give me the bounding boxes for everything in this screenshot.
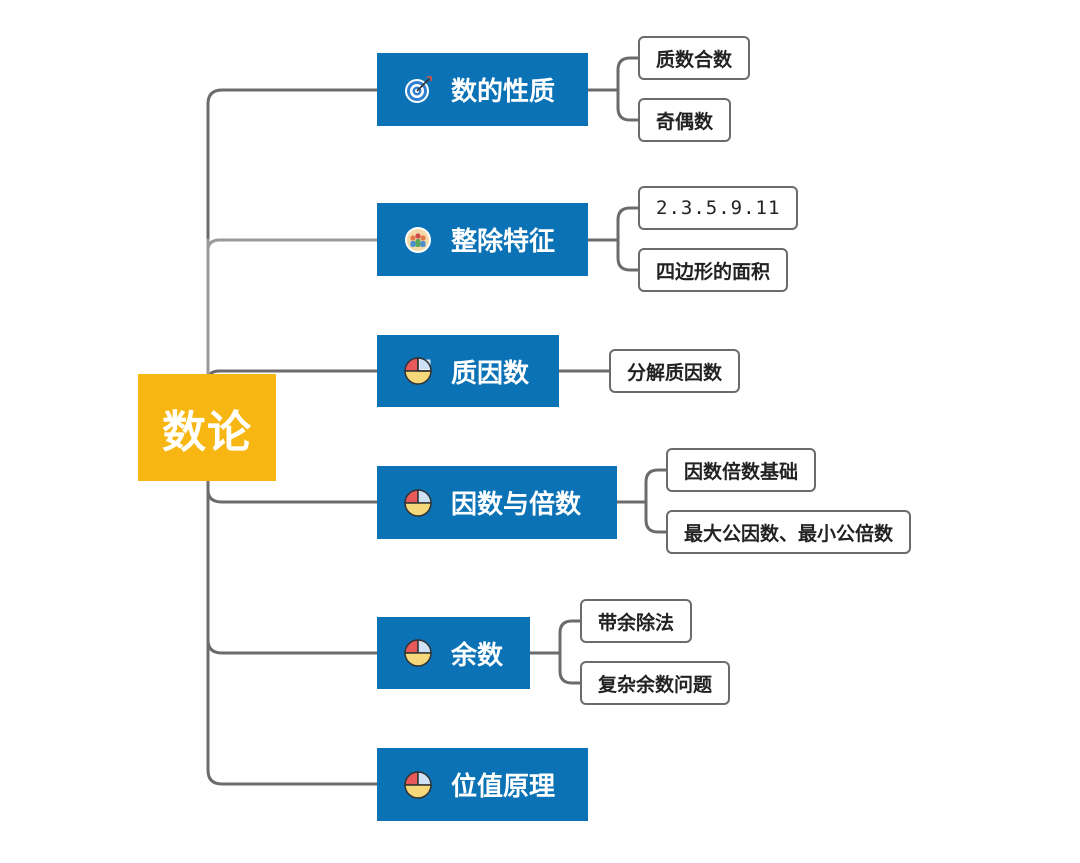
connector-root-branch-3 <box>206 479 379 504</box>
branch-label: 整除特征 <box>451 227 556 257</box>
leaf-node[interactable]: 带余除法 <box>580 599 693 643</box>
branch-label: 因数与倍数 <box>451 490 582 520</box>
pie-chart-icon <box>403 638 433 668</box>
root-node[interactable]: 数论 <box>138 374 276 481</box>
leaf-node[interactable]: 复杂余数问题 <box>580 661 731 705</box>
connector-branch-4-leaf-1 <box>558 651 582 685</box>
connector-branch-0-leaf-1 <box>616 88 640 122</box>
connector-root-branch-0 <box>206 88 379 376</box>
leaf-node[interactable]: 分解质因数 <box>609 349 741 393</box>
branch-label: 数的性质 <box>451 77 556 107</box>
connector-root-branch-1 <box>206 238 379 252</box>
target-icon <box>403 75 433 105</box>
connector-branch-1-leaf-0 <box>586 206 640 242</box>
pie-chart-icon <box>403 770 433 800</box>
leaf-node[interactable]: 奇偶数 <box>638 98 732 142</box>
branch-label: 余数 <box>451 640 504 671</box>
pie-chart-icon <box>403 488 433 518</box>
leaf-node[interactable]: 四边形的面积 <box>638 248 789 292</box>
branch-number-properties[interactable]: 数的性质 <box>377 53 588 126</box>
branch-divisibility[interactable]: 整除特征 <box>377 203 588 276</box>
branch-factors-multiples[interactable]: 因数与倍数 <box>377 466 617 539</box>
connector-branch-3-leaf-1 <box>644 500 668 534</box>
connector-root-branch-4 <box>206 479 379 655</box>
branch-label: 位值原理 <box>451 772 556 802</box>
branch-label: 质因数 <box>451 358 530 389</box>
team-icon <box>403 225 433 255</box>
leaf-node[interactable]: 2.3.5.9.11 <box>638 186 799 230</box>
connector-branch-3-leaf-0 <box>615 468 668 504</box>
leaf-node[interactable]: 最大公因数、最小公倍数 <box>666 510 912 554</box>
connector-root-branch-5 <box>206 479 379 786</box>
connector-branch-4-leaf-0 <box>528 619 582 655</box>
pie-chart-icon <box>403 356 433 386</box>
branch-remainders[interactable]: 余数 <box>377 617 530 689</box>
connector-branch-1-leaf-1 <box>616 238 640 272</box>
leaf-node[interactable]: 因数倍数基础 <box>666 448 817 492</box>
connector-branch-0-leaf-0 <box>586 56 640 92</box>
branch-place-value[interactable]: 位值原理 <box>377 748 588 821</box>
leaf-node[interactable]: 质数合数 <box>638 36 751 80</box>
branch-prime-factors[interactable]: 质因数 <box>377 335 559 407</box>
